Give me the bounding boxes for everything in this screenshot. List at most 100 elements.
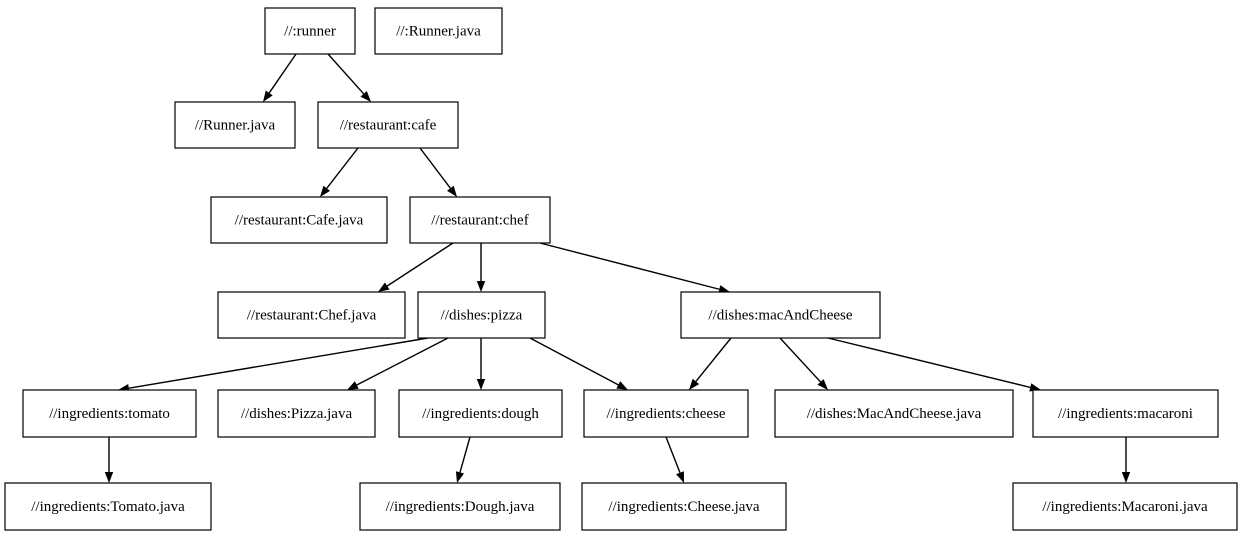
graph-node-macaroni_java[interactable]: //ingredients:Macaroni.java [1012,482,1238,531]
arrowhead-icon [476,379,486,390]
edge-line [665,436,681,474]
node-box[interactable] [417,291,546,339]
node-box[interactable] [217,389,376,438]
node-box[interactable] [359,482,561,531]
graph-node-cafe_java[interactable]: //restaurant:Cafe.java [210,196,388,244]
node-label: //ingredients:tomato [49,406,170,422]
graph-node-restaurant_cafe[interactable]: //restaurant:cafe [317,101,459,149]
arrowhead-icon [447,185,457,197]
arrowhead-icon [1121,472,1131,483]
node-box[interactable] [583,389,749,438]
node-label: //dishes:macAndCheese [708,307,852,323]
graph-node-ing_cheese[interactable]: //ingredients:cheese [583,389,749,438]
graph-node-ing_dough[interactable]: //ingredients:dough [398,389,563,438]
node-box[interactable] [409,196,551,244]
edge-dishes_pizza-to-ing_cheese [529,337,628,390]
node-label: //restaurant:cafe [340,117,437,133]
node-label: //restaurant:Chef.java [247,307,377,323]
edge-restaurant_cafe-to-restaurant_chef [419,147,457,197]
node-label: //dishes:Pizza.java [241,406,353,422]
arrowhead-icon [476,281,486,292]
edge-dishes_pizza-to-ing_dough [476,338,486,390]
node-box[interactable] [4,482,212,531]
node-label: //ingredients:Macaroni.java [1042,499,1208,515]
edge-dishes_mac-to-ing_macaroni [827,337,1041,392]
node-box[interactable] [680,291,881,339]
node-label: //ingredients:dough [422,406,539,422]
edge-restaurant_chef-to-dishes_mac [539,242,730,294]
arrowhead-icon [676,471,684,483]
node-label: //ingredients:Tomato.java [31,499,185,515]
edge-dishes_pizza-to-pizza_java [347,337,449,390]
node-label: //ingredients:Cheese.java [608,499,760,515]
graph-node-runner_java[interactable]: //Runner.java [174,101,296,149]
node-box[interactable] [174,101,296,149]
edge-line [327,53,365,95]
graph-node-tomato_java[interactable]: //ingredients:Tomato.java [4,482,212,531]
edge-restaurant_chef-to-chef_java [378,242,454,292]
edge-line [386,242,454,287]
edge-line [779,337,822,383]
graph-node-dough_java[interactable]: //ingredients:Dough.java [359,482,561,531]
node-label: //ingredients:macaroni [1058,406,1193,422]
graph-node-restaurant_chef[interactable]: //restaurant:chef [409,196,551,244]
graph-node-dishes_pizza[interactable]: //dishes:pizza [417,291,546,339]
node-label: //:runner [284,23,336,39]
graph-node-runner_java_root[interactable]: //:Runner.java [374,7,503,55]
graph-node-mac_java[interactable]: //dishes:MacAndCheese.java [774,389,1014,438]
edge-line [268,53,297,94]
edge-line [459,436,471,473]
node-box[interactable] [210,196,388,244]
edge-layer [104,53,1131,483]
graph-node-ing_tomato[interactable]: //ingredients:tomato [22,389,197,438]
edge-line [419,147,451,189]
edge-restaurant_cafe-to-cafe_java [320,147,359,197]
node-box[interactable] [317,101,459,149]
edge-line [827,337,1031,389]
edge-ing_cheese-to-cheese_java [665,436,684,483]
graph-node-cheese_java[interactable]: //ingredients:Cheese.java [581,482,787,531]
edge-line [539,242,720,290]
edge-restaurant_chef-to-dishes_pizza [476,243,486,292]
edge-line [529,337,619,386]
node-label: //dishes:MacAndCheese.java [807,406,982,422]
node-box[interactable] [774,389,1014,438]
node-box[interactable] [1032,389,1219,438]
node-box[interactable] [581,482,787,531]
arrowhead-icon [378,282,390,292]
edge-runner-to-runner_java [263,53,297,102]
arrowhead-icon [616,381,628,390]
node-box[interactable] [217,291,406,339]
node-layer: //:runner //:Runner.java //Runner.java //re… [4,7,1238,531]
node-label: //ingredients:Dough.java [386,499,535,515]
graph-node-ing_macaroni[interactable]: //ingredients:macaroni [1032,389,1219,438]
node-label: //ingredients:cheese [606,406,725,422]
edge-line [356,337,449,386]
arrowhead-icon [718,285,730,294]
arrowhead-icon [104,472,114,483]
node-box[interactable] [264,7,356,55]
node-box[interactable] [22,389,197,438]
node-label: //Runner.java [195,117,276,133]
node-label: //restaurant:Cafe.java [235,212,364,228]
graph-node-chef_java[interactable]: //restaurant:Chef.java [217,291,406,339]
edge-dishes_pizza-to-ing_tomato [118,337,429,393]
edge-line [695,337,732,382]
node-box[interactable] [398,389,563,438]
node-label: //restaurant:chef [431,212,528,228]
arrowhead-icon [455,471,465,483]
edge-ing_macaroni-to-macaroni_java [1121,437,1131,483]
arrowhead-icon [347,381,359,390]
arrowhead-icon [263,90,273,102]
graph-node-pizza_java[interactable]: //dishes:Pizza.java [217,389,376,438]
node-label: //:Runner.java [396,23,481,39]
graph-node-dishes_mac[interactable]: //dishes:macAndCheese [680,291,881,339]
edge-line [326,147,359,189]
graph-node-runner[interactable]: //:runner [264,7,356,55]
node-box[interactable] [1012,482,1238,531]
edge-runner-to-restaurant_cafe [327,53,371,102]
edge-ing_tomato-to-tomato_java [104,437,114,483]
node-box[interactable] [374,7,503,55]
